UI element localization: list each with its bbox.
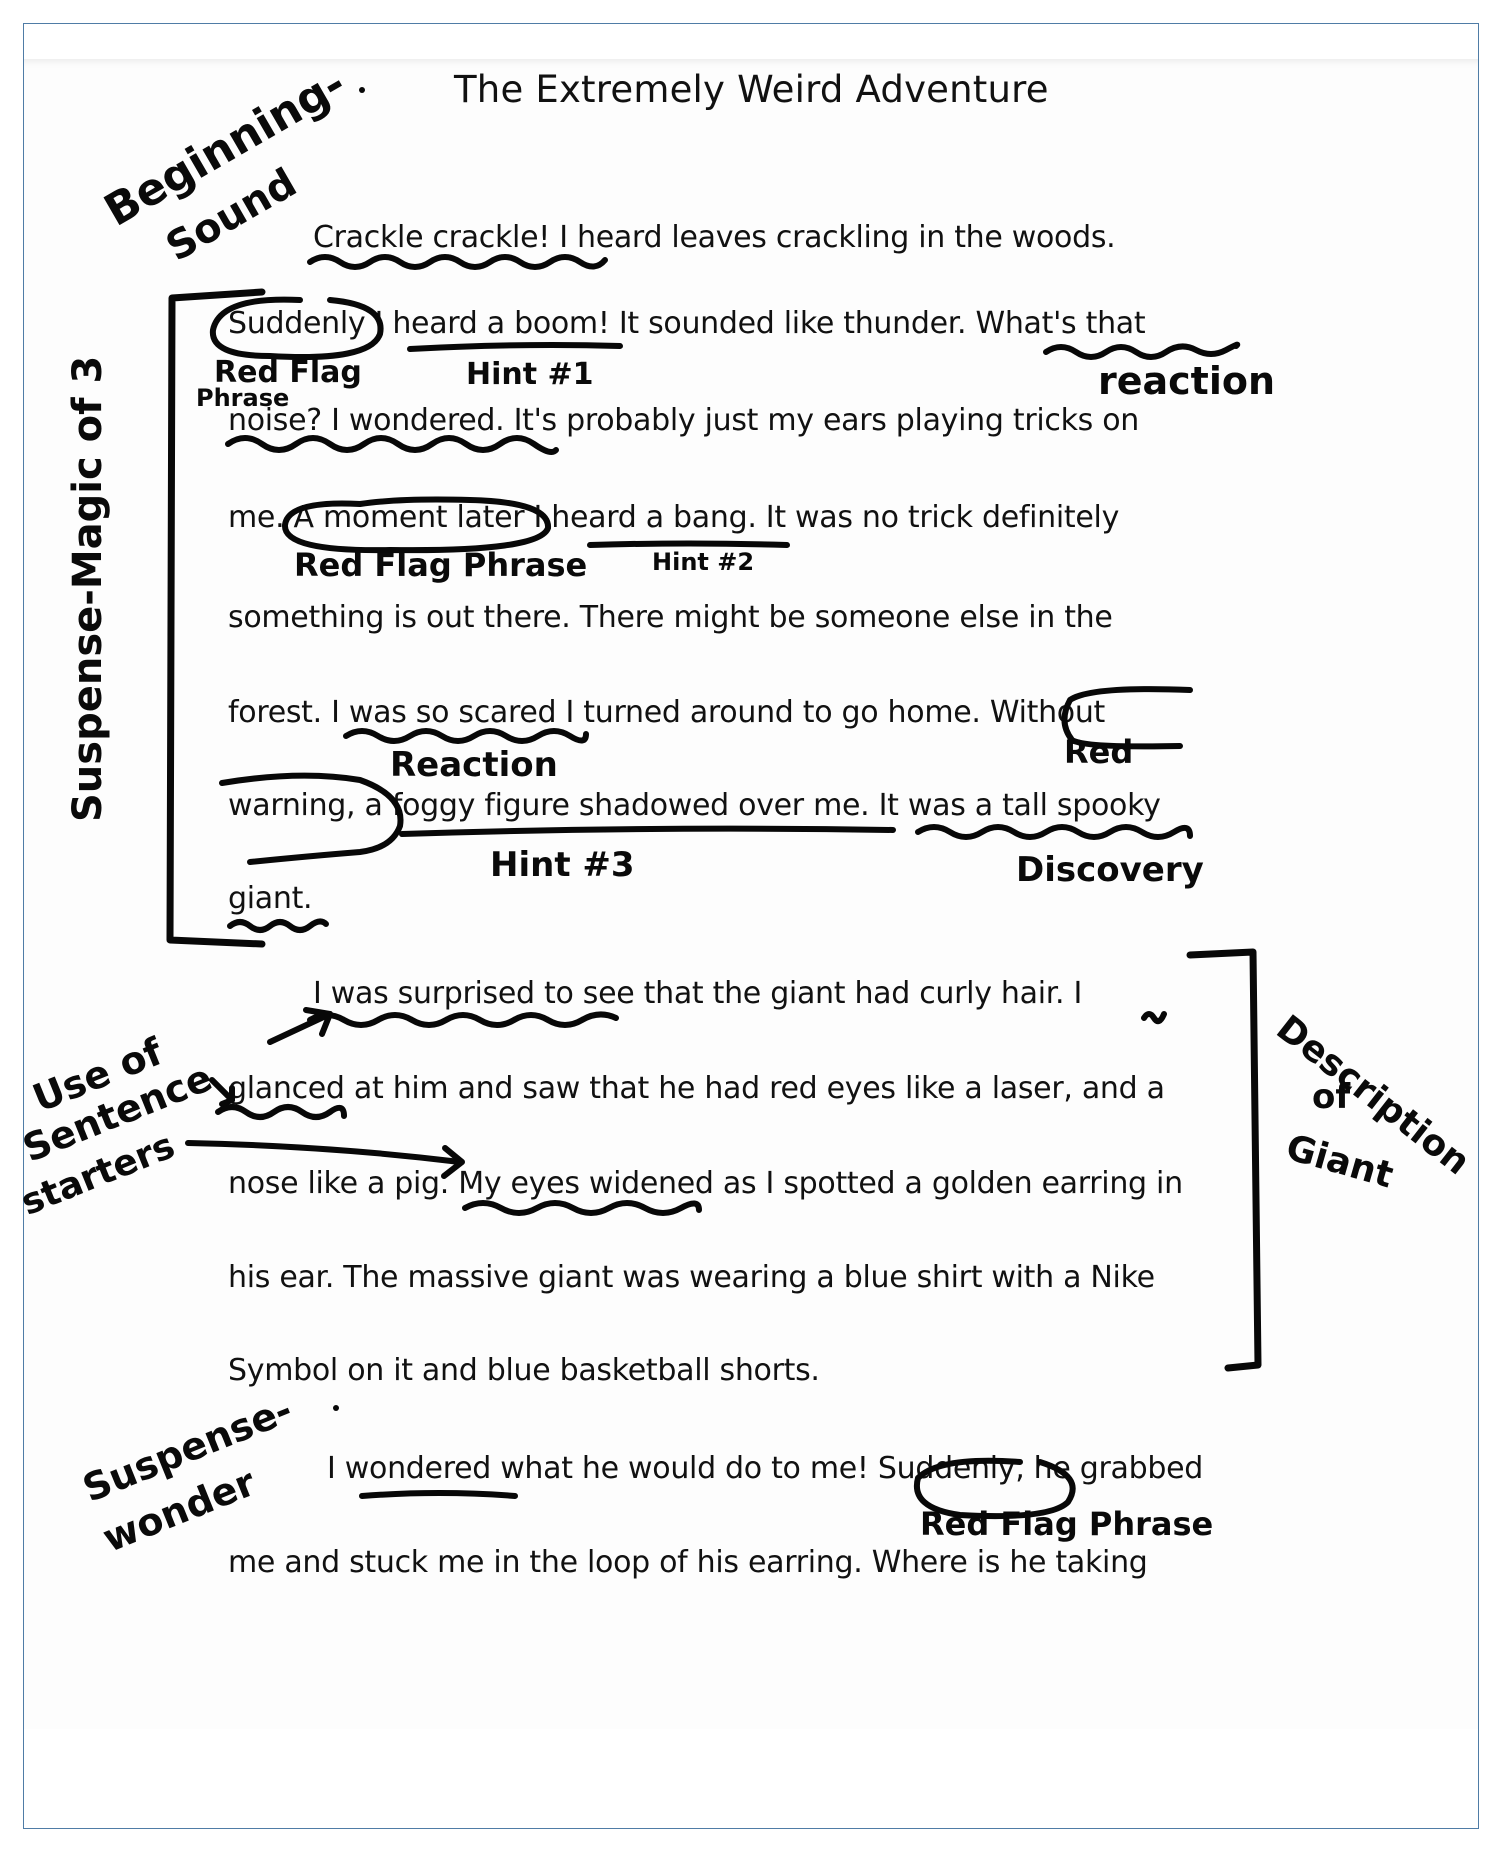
story-line-10: glanced at him and saw that he had red e…	[228, 1071, 1165, 1106]
label-hint-3: Hint #3	[490, 845, 635, 885]
label-red-flag-phrase-2: Red Flag Phrase	[294, 546, 588, 584]
story-line-2: Suddenly I heard a boom! It sounded like…	[228, 306, 1146, 341]
story-line-15: me and stuck me in the loop of his earri…	[228, 1545, 1148, 1580]
story-line-6: forest. I was so scared I turned around …	[228, 695, 1106, 730]
story-line-7: warning, a foggy figure shadowed over me…	[228, 788, 1161, 823]
label-hint-2: Hint #2	[652, 548, 755, 576]
label-hint-1: Hint #1	[466, 357, 594, 392]
story-line-1: Crackle crackle! I heard leaves cracklin…	[313, 220, 1116, 255]
story-line-14: I wondered what he would do to me! Sudde…	[327, 1451, 1204, 1486]
label-discovery: Discovery	[1016, 850, 1204, 890]
story-title: The Extremely Weird Adventure	[454, 68, 1049, 111]
story-line-5: something is out there. There might be s…	[228, 600, 1113, 635]
label-of: of	[1312, 1077, 1351, 1117]
story-line-4: me. A moment later I heard a bang. It wa…	[228, 500, 1120, 535]
story-line-12: his ear. The massive giant was wearing a…	[228, 1260, 1155, 1295]
label-reaction-1: reaction	[1098, 359, 1276, 403]
story-line-3: noise? I wondered. It's probably just my…	[228, 403, 1139, 438]
label-red-flag-phrase-4: Red Flag Phrase	[920, 1505, 1214, 1543]
story-line-9: I was surprised to see that the giant ha…	[313, 976, 1083, 1011]
story-line-8: giant.	[228, 881, 313, 916]
label-reaction-2: Reaction	[390, 745, 558, 785]
label-red-3: Red	[1064, 733, 1134, 771]
label-suspense-magic-of-3: Suspense-Magic of 3	[65, 355, 111, 822]
label-phrase-1: Phrase	[196, 384, 290, 412]
story-line-11: nose like a pig. My eyes widened as I sp…	[228, 1166, 1183, 1201]
story-line-13: Symbol on it and blue basketball shorts.	[228, 1353, 820, 1388]
